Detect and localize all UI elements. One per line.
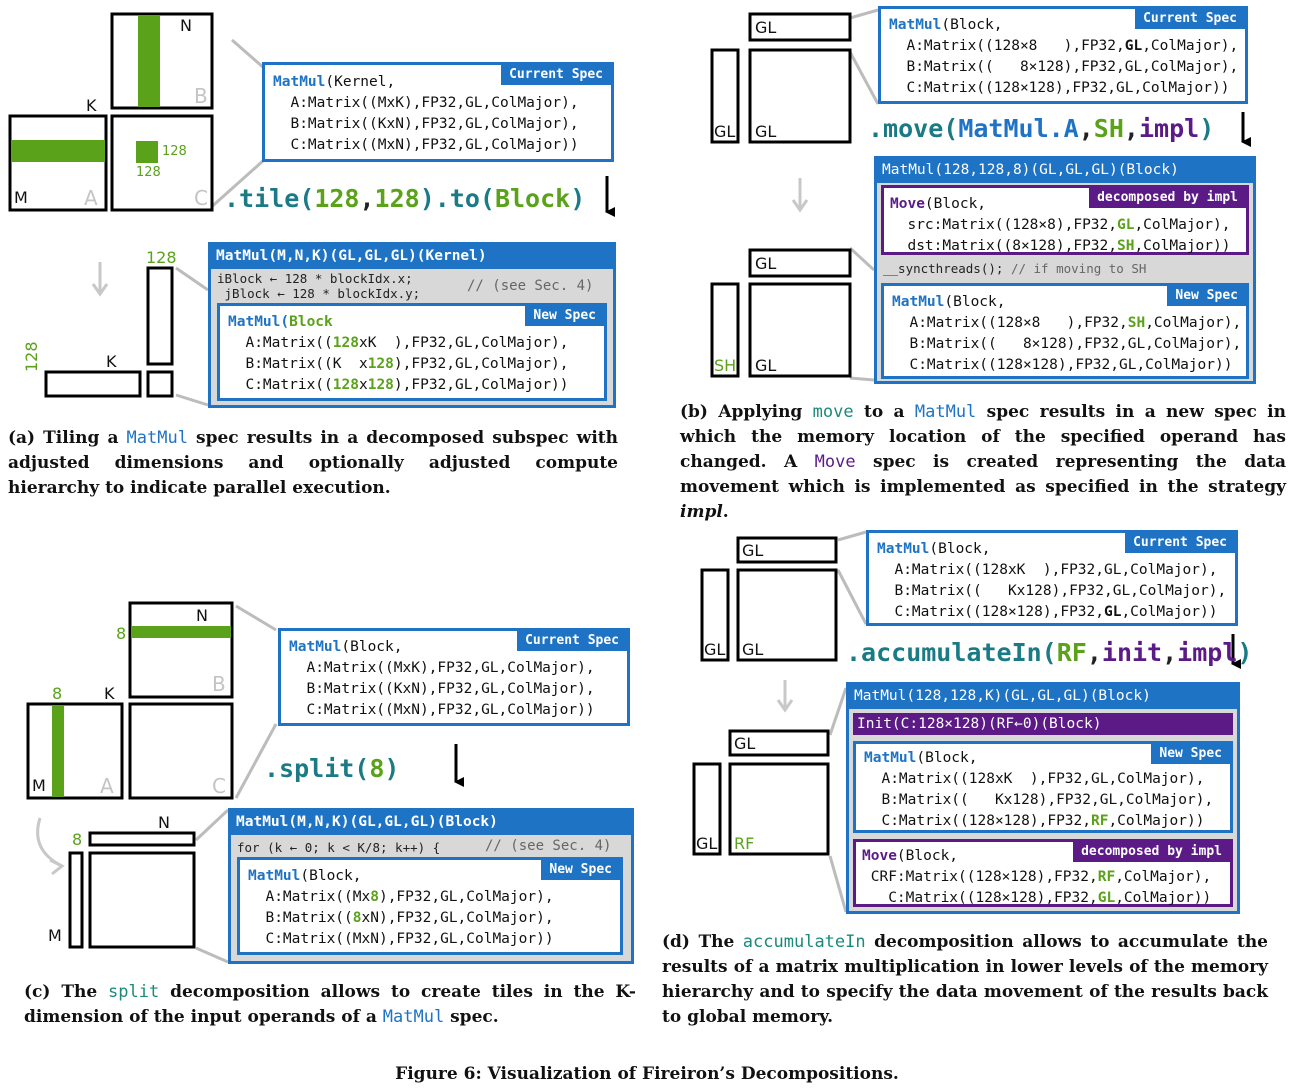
panel-a-matrices [8, 12, 214, 398]
label-k: K [104, 684, 115, 703]
mem-gl-top: GL [742, 541, 764, 560]
split-label-b: 8 [116, 624, 127, 643]
panel-c-highlights [52, 626, 231, 797]
connector-lines [175, 8, 880, 964]
mem-gl-main: GL [755, 122, 777, 141]
decomposed-spec-box: MatMul(M,N,K)(GL,GL,GL)(Block) for (k ← … [228, 808, 634, 964]
tile-top-label: 128 [146, 248, 177, 267]
label-m: M [32, 776, 46, 795]
decomposed-spec-box: MatMul(128,128,8)(GL,GL,GL)(Block) decom… [874, 156, 1256, 384]
spec-line-a: A:Matrix((MxK),FP32,GL,ColMajor), [290, 95, 579, 111]
decomposed-header: MatMul(128,128,8)(GL,GL,GL)(Block) [877, 159, 1253, 183]
decomposed-header: MatMul(M,N,K)(GL,GL,GL)(Kernel) [211, 245, 613, 269]
see-section-comment: // (see Sec. 4) [485, 838, 612, 854]
syncthreads-line: __syncthreads(); // if moving to SH [883, 261, 1147, 276]
current-spec-box: Current Spec MatMul(Block, A:Matrix((128… [866, 530, 1238, 626]
caption-c: (c) The split decomposition allows to cr… [24, 982, 636, 1027]
tile-height-label: 128 [136, 165, 161, 180]
caption-a: (a) Tiling a MatMul spec results in a de… [8, 428, 618, 498]
caption-d: (d) The accumulateIn decomposition allow… [662, 932, 1269, 1027]
mem-gl-top2: GL [755, 254, 777, 273]
new-spec-tag: New Spec [525, 306, 604, 326]
split-operation: .split(8) [264, 754, 400, 783]
move-operation: .move(MatMul.A,SH,impl) [868, 114, 1215, 143]
panel-a-highlights [11, 15, 160, 163]
tile-left-label: 128 [22, 341, 41, 372]
mem-gl-main: GL [742, 640, 764, 659]
label-a: A [84, 186, 98, 210]
init-spec-bar: Init(C:128×128)(RF←0)(Block) [853, 713, 1233, 735]
mem-gl-top: GL [755, 18, 777, 37]
label-k: K [86, 96, 97, 115]
decomposed-header: MatMul(M,N,K)(GL,GL,GL)(Block) [231, 811, 631, 835]
caption-b: (b) Applying move to a MatMul spec resul… [680, 402, 1286, 522]
spec-line-c: C:Matrix((MxN),FP32,GL,ColMajor)) [290, 137, 579, 153]
panel-b-matrices [710, 12, 852, 378]
label-b: B [212, 672, 226, 696]
label-m: M [14, 188, 28, 207]
tile-width-label: 128 [162, 144, 187, 159]
accumulate-operation: .accumulateIn(RF,init,impl) [846, 638, 1253, 667]
panel-c-matrices [26, 601, 234, 949]
mem-gl-left: GL [714, 122, 736, 141]
mem-gl-left2: GL [696, 834, 718, 853]
mem-sh: SH [714, 356, 737, 375]
black-arrows [454, 112, 1251, 787]
new-spec-box: New Spec MatMul(Block, A:Matrix((Mx8),FP… [237, 857, 623, 955]
spec-line-b: B:Matrix((KxN),FP32,GL,ColMajor), [290, 116, 579, 132]
mem-gl-left: GL [704, 640, 726, 659]
new-spec-box: New Spec MatMul(Block A:Matrix((128xK ),… [217, 303, 607, 401]
label-n: N [196, 606, 208, 625]
figure-caption: Figure 6: Visualization of Fireiron’s De… [395, 1064, 899, 1084]
code-jblock: jBlock ← 128 * blockIdx.y; [217, 286, 421, 301]
spec-name: MatMul [273, 74, 326, 90]
tile-operation: .tile(128,128).to(Block) [224, 184, 586, 213]
label-n-small: N [158, 813, 170, 832]
decomposed-spec-box: MatMul(M,N,K)(GL,GL,GL)(Kernel) iBlock ←… [208, 242, 616, 408]
label-b: B [194, 84, 208, 108]
decomposed-header: MatMul(128,128,K)(GL,GL,GL)(Block) [849, 685, 1237, 709]
current-spec-box: Current Spec MatMul(Block, A:Matrix((128… [878, 6, 1248, 104]
label-n: N [180, 16, 192, 35]
for-loop-line: for (k ← 0; k < K/8; k++) { [237, 840, 441, 855]
label-c: C [212, 774, 226, 798]
current-spec-tag: Current Spec [501, 65, 611, 85]
mem-gl-top2: GL [734, 734, 756, 753]
label-c: C [194, 186, 208, 210]
split-label-a: 8 [52, 684, 63, 703]
panel-d-matrices [692, 536, 838, 856]
current-spec-box: Current Spec MatMul(Kernel, A:Matrix((Mx… [262, 62, 614, 162]
code-iblock: iBlock ← 128 * blockIdx.x; [217, 271, 413, 286]
move-spec-box: decomposed by impl Move(Block, src:Matri… [881, 185, 1249, 255]
label-m-small: M [48, 926, 62, 945]
new-spec-box: New Spec MatMul(Block, A:Matrix((128xK )… [853, 741, 1233, 833]
move-spec-box: decomposed by impl Move(Block, CRF:Matri… [853, 839, 1233, 907]
label-a: A [100, 774, 114, 798]
split-label-small: 8 [72, 830, 83, 849]
current-spec-box: Current Spec MatMul(Block, A:Matrix((MxK… [278, 628, 630, 726]
tile-k-label: K [106, 352, 117, 371]
mem-rf: RF [734, 834, 755, 853]
see-section-comment: // (see Sec. 4) [467, 278, 594, 294]
mem-gl-main2: GL [755, 356, 777, 375]
decomposed-spec-box: MatMul(128,128,K)(GL,GL,GL)(Block) Init(… [846, 682, 1240, 914]
gray-arrows [36, 178, 809, 876]
new-spec-box: New Spec MatMul(Block, A:Matrix((128×8 )… [881, 283, 1249, 379]
